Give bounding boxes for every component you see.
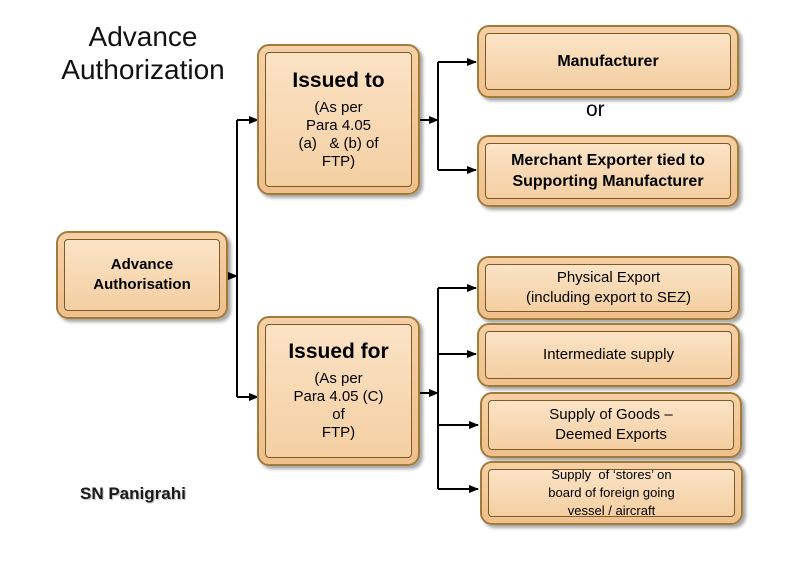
stores-line-3: vessel / aircraft <box>567 503 656 518</box>
issued-to-heading: Issued to <box>292 68 385 92</box>
root-label-line-2: Authorisation <box>93 276 191 293</box>
or-label: or <box>586 98 605 121</box>
manufacturer-label: Manufacturer <box>557 53 659 70</box>
issued-to-detail-1: (As per <box>314 98 363 116</box>
issued-for-detail-4: FTP) <box>321 424 356 441</box>
issued-for-heading: Issued for <box>288 340 389 363</box>
issued-to-detail-2: Para 4.05 <box>305 116 372 134</box>
issued-to-detail-4: FTP) <box>321 152 356 170</box>
author-label: SN Panigrahi <box>80 484 186 503</box>
issued-to-node: Issued to (As per Para 4.05 (a) & (b) of… <box>257 44 420 195</box>
stores-supply-node: Supply of ‘stores’ on board of foreign g… <box>480 461 743 525</box>
merchant-label-line-2: Supporting Manufacturer <box>512 173 704 190</box>
issued-for-node: Issued for (As per Para 4.05 (C) of FTP) <box>257 316 420 466</box>
deemed-exports-line-1: Supply of Goods – <box>549 406 673 423</box>
issued-to-detail-3: (a) & (b) of <box>298 134 379 152</box>
physical-export-node: Physical Export (including export to SEZ… <box>477 256 740 320</box>
issued-for-detail-3: of <box>332 406 345 423</box>
deemed-exports-node: Supply of Goods – Deemed Exports <box>480 392 742 458</box>
stores-line-2: board of foreign going <box>548 485 675 500</box>
page-title: Advance Authorization <box>50 20 236 86</box>
physical-export-line-2: (including export to SEZ) <box>525 289 692 306</box>
intermediate-supply-node: Intermediate supply <box>477 323 740 387</box>
deemed-exports-line-2: Deemed Exports <box>555 426 667 443</box>
physical-export-line-1: Physical Export <box>556 269 661 286</box>
root-node: Advance Authorisation <box>56 231 228 319</box>
intermediate-supply-label: Intermediate supply <box>543 346 674 363</box>
merchant-label-line-1: Merchant Exporter tied to <box>511 152 705 169</box>
root-label-line-1: Advance <box>110 256 174 273</box>
manufacturer-node: Manufacturer <box>477 25 739 98</box>
stores-line-1: Supply of ‘stores’ on <box>551 467 672 482</box>
merchant-exporter-node: Merchant Exporter tied to Supporting Man… <box>477 135 739 207</box>
issued-for-detail-1: (As per <box>314 370 363 387</box>
title-line-1: Advance <box>88 21 198 52</box>
issued-for-detail-2: Para 4.05 (C) <box>293 388 384 405</box>
title-line-2: Authorization <box>61 54 225 85</box>
